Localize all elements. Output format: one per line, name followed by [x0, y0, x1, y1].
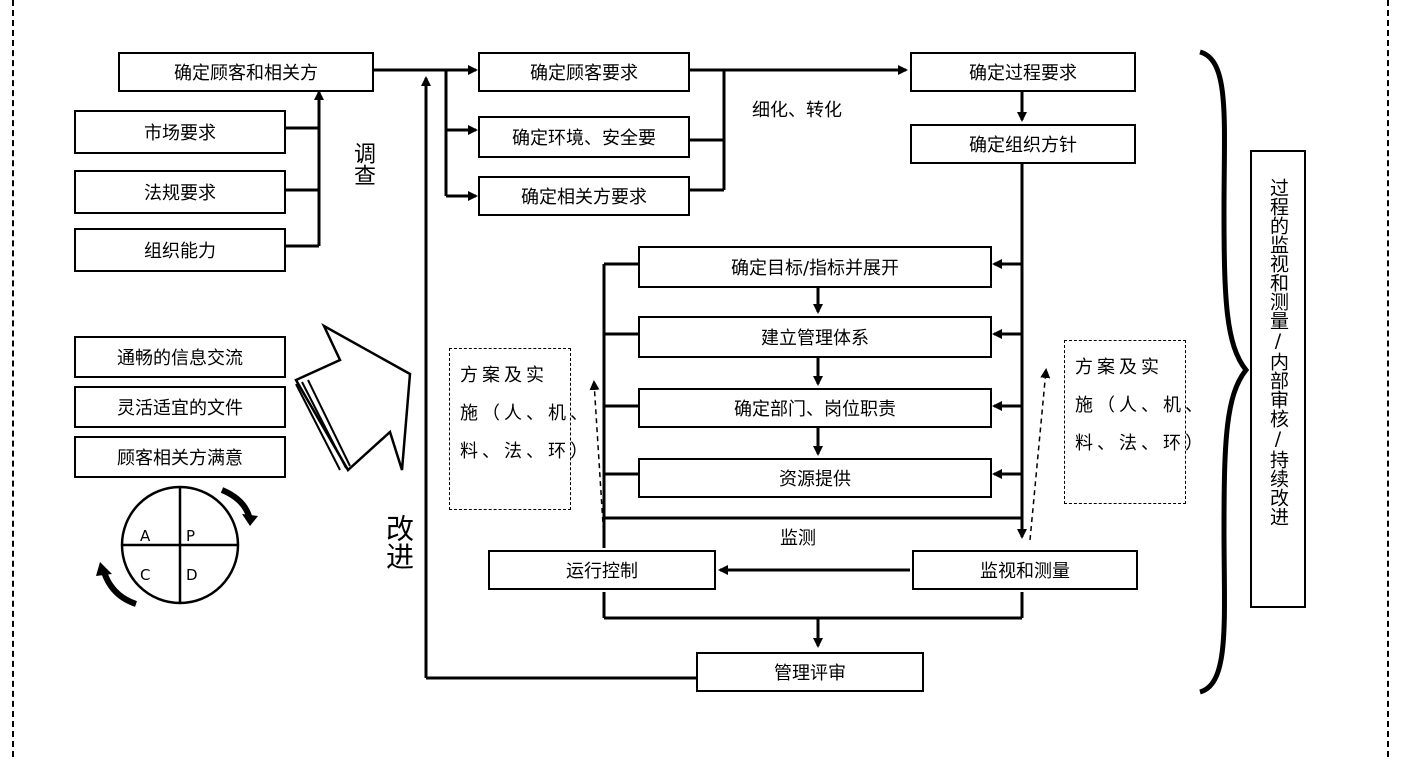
plan-line: 料、法、环）: [1075, 433, 1207, 454]
plan-line: 方案及实: [1075, 357, 1163, 378]
resources-label: 资源提供: [779, 469, 851, 490]
info-flow-label: 通畅的信息交流: [117, 348, 243, 369]
environment-requirement-label: 确定环境、安全要: [512, 128, 656, 149]
satisfaction-label: 顾客相关方满意: [117, 448, 243, 469]
objectives-box: 确定目标/指标并展开: [638, 246, 992, 288]
operation-label: 运行控制: [566, 561, 638, 582]
survey-label: 调查: [350, 142, 375, 186]
pdca-wheel: [101, 485, 253, 607]
plan-box-right: 方案及实 施（人、机、 料、法、环）: [1064, 340, 1207, 504]
regulation-requirement-box: 法规要求: [74, 170, 286, 214]
environment-requirement-box: 确定环境、安全要: [478, 116, 690, 158]
capability-label: 组织能力: [144, 241, 216, 262]
identify-customer-label: 确定顾客和相关方: [174, 63, 318, 84]
duties-label: 确定部门、岗位职责: [734, 399, 896, 420]
plan-line: 施（人、机、: [460, 403, 592, 424]
continuous-improvement-label: 过程的监视和测量/内部审核/持续改进: [1267, 178, 1289, 526]
documents-box: 灵活适宜的文件: [74, 386, 286, 428]
process-requirement-label: 确定过程要求: [969, 63, 1077, 84]
market-requirement-label: 市场要求: [144, 123, 216, 144]
satisfaction-box: 顾客相关方满意: [74, 436, 286, 478]
policy-label: 确定组织方针: [969, 135, 1077, 156]
identify-customer-box: 确定顾客和相关方: [118, 52, 374, 92]
policy-box: 确定组织方针: [910, 124, 1136, 164]
plan-box-left: 方案及实 施（人、机、 料、法、环）: [449, 348, 592, 510]
operation-box: 运行控制: [488, 550, 716, 590]
market-requirement-box: 市场要求: [74, 110, 286, 154]
system-label: 建立管理体系: [761, 328, 869, 349]
capability-box: 组织能力: [74, 228, 286, 272]
customer-requirement-label: 确定顾客要求: [530, 63, 638, 84]
regulation-requirement-label: 法规要求: [144, 183, 216, 204]
info-flow-box: 通畅的信息交流: [74, 336, 286, 378]
continuous-improvement-box: 过程的监视和测量/内部审核/持续改进: [1250, 150, 1306, 608]
objectives-label: 确定目标/指标并展开: [730, 258, 900, 279]
refine-label: 细化、转化: [752, 100, 842, 121]
pdca-p: P: [186, 527, 196, 545]
measure-label: 监视和测量: [980, 561, 1070, 582]
dashed-frame: [12, 0, 1389, 757]
stakeholder-requirement-label: 确定相关方要求: [521, 187, 647, 208]
pdca-c: C: [140, 566, 151, 584]
customer-requirement-box: 确定顾客要求: [478, 52, 690, 92]
pdca-d: D: [186, 566, 198, 584]
documents-label: 灵活适宜的文件: [117, 398, 243, 419]
duties-box: 确定部门、岗位职责: [638, 388, 992, 428]
plan-line: 施（人、机、: [1075, 395, 1207, 416]
plan-line: 方案及实: [460, 365, 548, 386]
stakeholder-requirement-box: 确定相关方要求: [478, 176, 690, 216]
plan-line: 料、法、环）: [460, 441, 592, 462]
right-brace: [1199, 49, 1250, 695]
monitor-label: 监测: [780, 528, 816, 549]
system-box: 建立管理体系: [638, 316, 992, 358]
improve-label: 改进: [382, 514, 415, 570]
review-label: 管理评审: [774, 663, 846, 684]
pdca-a: A: [140, 527, 151, 545]
review-box: 管理评审: [696, 652, 924, 692]
resources-box: 资源提供: [638, 458, 992, 498]
improve-arrow: [294, 323, 412, 472]
measure-box: 监视和测量: [912, 550, 1138, 590]
process-requirement-box: 确定过程要求: [910, 52, 1136, 92]
